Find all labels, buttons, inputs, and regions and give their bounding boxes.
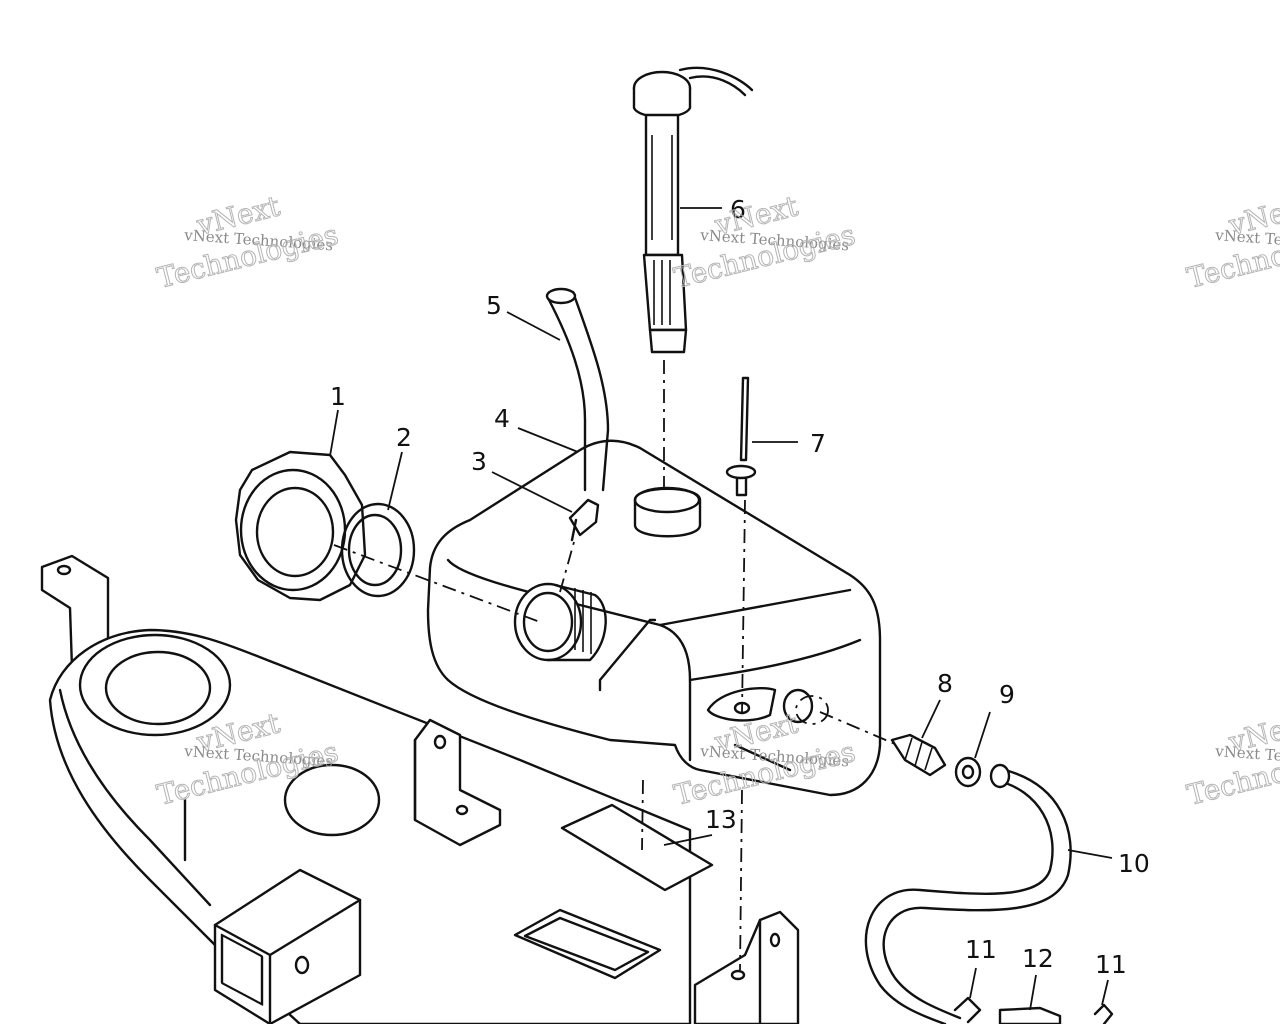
callout-2: 2 xyxy=(396,423,412,452)
callout-12: 12 xyxy=(1022,944,1054,973)
callout-11a: 11 xyxy=(965,935,997,964)
assembly-lines xyxy=(333,360,896,971)
watermark-3: vNext vNext Technologies Technologies xyxy=(1183,189,1280,296)
callout-7: 7 xyxy=(810,429,826,458)
callout-13: 13 xyxy=(705,805,737,834)
oil-tank xyxy=(426,439,882,797)
gasket-part-2 xyxy=(340,502,416,598)
watermark-2: vNext vNext Technologies Technologies xyxy=(670,189,859,296)
filler-cap-part-1 xyxy=(234,450,367,602)
vent-hose-part-5 xyxy=(545,287,610,492)
clamps-part-11-12 xyxy=(953,996,1114,1024)
callout-6: 6 xyxy=(730,195,746,224)
sensor-part-7 xyxy=(725,376,757,497)
callout-labels: 1 2 3 4 5 6 7 8 9 10 11 11 12 13 xyxy=(330,195,1150,979)
watermark-6: vNext vNext Technologies Technologies xyxy=(1183,706,1280,813)
fitting-part-8 xyxy=(890,733,947,777)
callout-4: 4 xyxy=(494,404,510,433)
callout-10: 10 xyxy=(1118,849,1150,878)
frame-chassis xyxy=(40,554,800,1024)
callout-1: 1 xyxy=(330,382,346,411)
callout-5: 5 xyxy=(486,291,502,320)
callout-8: 8 xyxy=(937,669,953,698)
leader-lines xyxy=(329,207,1113,1011)
dipstick-part-6 xyxy=(632,66,754,354)
callout-3: 3 xyxy=(471,447,487,476)
callout-9: 9 xyxy=(999,680,1015,709)
watermark-1: vNext vNext Technologies Technologies xyxy=(153,189,342,296)
callout-11b: 11 xyxy=(1095,950,1127,979)
clamp-part-9 xyxy=(954,756,982,788)
hose-part-10 xyxy=(864,763,1072,1024)
fitting-part-3 xyxy=(568,498,600,542)
pad-part-13 xyxy=(560,803,714,892)
